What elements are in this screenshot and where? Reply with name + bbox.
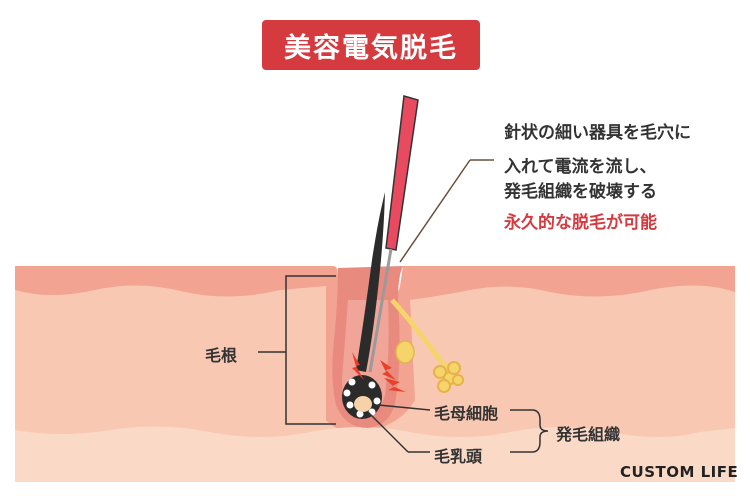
brand-logo-text: CUSTOM LIFE [620,463,739,481]
sebaceous-gland [395,340,415,364]
dermal-papilla-leader [367,411,409,453]
label-hair-matrix: 毛母細胞 [434,404,499,423]
subcutis-layer [15,426,735,482]
description-line-3: 発毛組織を破壊する [504,182,657,202]
label-hair-growth-tissue: 発毛組織 [556,425,621,444]
hair-shaft [356,192,385,372]
dermal-papilla [354,396,372,412]
description-line-2: 入れて電流を流し、 [504,157,657,177]
page-title: 美容電気脱毛 [284,32,458,64]
hair-matrix-leader [377,404,431,411]
description-highlight: 永久的な脱毛が可能 [504,213,657,233]
sebaceous-gland-duct [390,298,450,372]
description-line-1: 針状の細い器具を毛穴に [504,123,691,143]
hair-matrix-cells [343,378,381,418]
growth-tissue-brace [510,409,549,453]
sweat-gland-coil [433,361,464,393]
hair-root-bracket [285,275,336,425]
description-pointer-line-diagonal [399,159,471,263]
label-dermal-papilla: 毛乳頭 [434,447,483,466]
electric-spark-icons [352,352,406,392]
label-hair-root: 毛根 [205,346,238,365]
title-banner: 美容電気脱毛 [262,20,480,70]
needle-probe [368,95,419,373]
